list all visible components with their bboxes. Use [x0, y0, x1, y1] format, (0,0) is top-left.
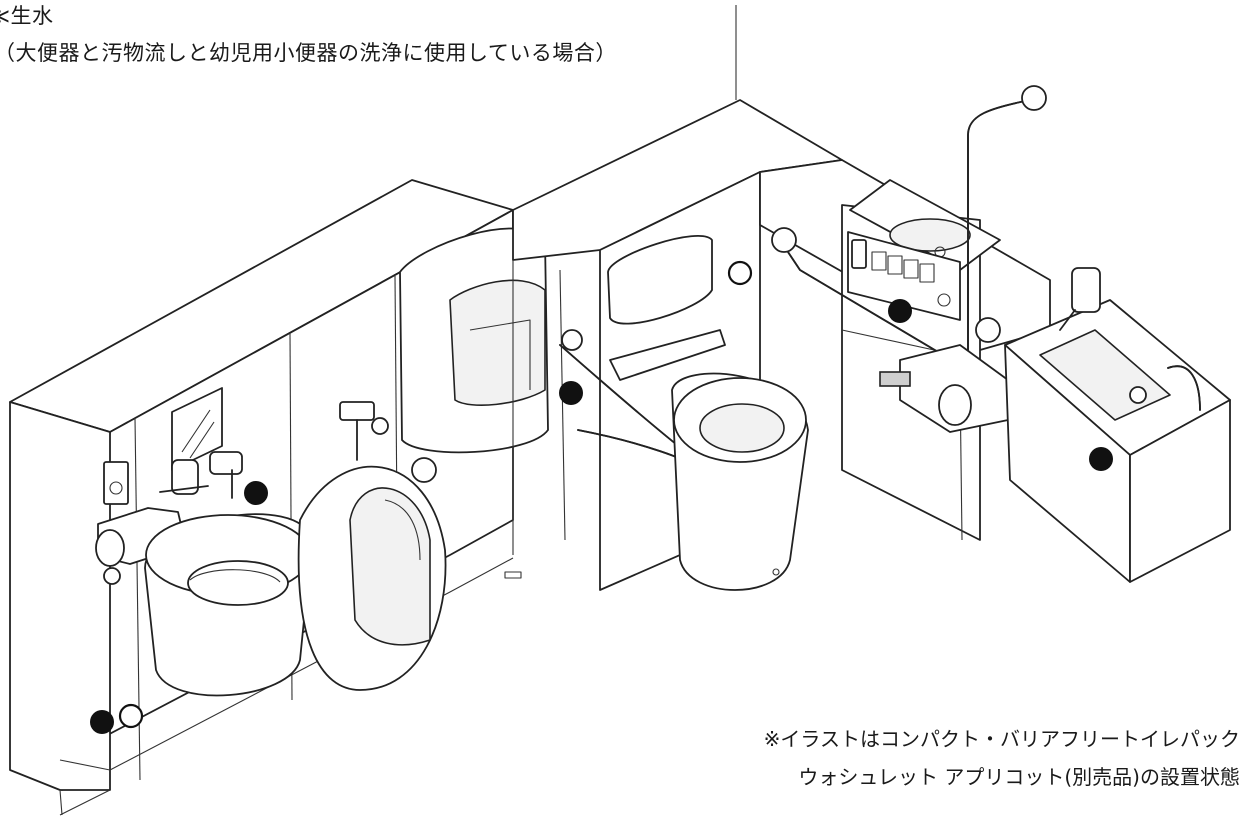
urinal-flush-valve: [339, 401, 389, 461]
illustration-note-line1: ※イラストはコンパクト・バリアフリートイレパック: [763, 727, 1240, 751]
marker-filled-bottom-left: [90, 710, 114, 734]
toilet-backrest: [607, 235, 713, 325]
baby-seat: [399, 227, 549, 454]
wall-toilet-left: [144, 513, 313, 697]
soap-dispenser: [159, 459, 209, 495]
small-label: [504, 571, 522, 579]
paper-holder-right: [879, 344, 1009, 433]
markers: [90, 260, 1113, 734]
marker-filled-center: [559, 381, 583, 405]
faucet: [209, 451, 243, 499]
legend-text-line1: ≪生水: [0, 4, 54, 28]
legend-text-line2: （大便器と汚物流しと幼児用小便器の洗浄に使用している場合）: [0, 41, 617, 65]
soap-dispenser-right: [1059, 267, 1101, 331]
illustration-note-line2: ウォシュレット アプリコット(別売品)の設置状態: [798, 765, 1240, 789]
marker-open-center: [727, 260, 753, 286]
counter-sink: [1004, 299, 1231, 583]
urinal: [297, 465, 447, 691]
grab-bar-l-shape: [771, 85, 1047, 371]
marker-filled-control: [888, 299, 912, 323]
wall-knob: [411, 457, 437, 483]
small-mirror: [171, 387, 223, 471]
wall-flush-panel: [103, 461, 129, 505]
toilet-center: [609, 329, 809, 591]
marker-filled-sink: [1089, 447, 1113, 471]
hand-basin-small: [849, 179, 1001, 271]
control-panel: [847, 231, 961, 321]
marker-open-bottom-left: [118, 703, 144, 729]
marker-filled-left-toilet: [244, 481, 268, 505]
